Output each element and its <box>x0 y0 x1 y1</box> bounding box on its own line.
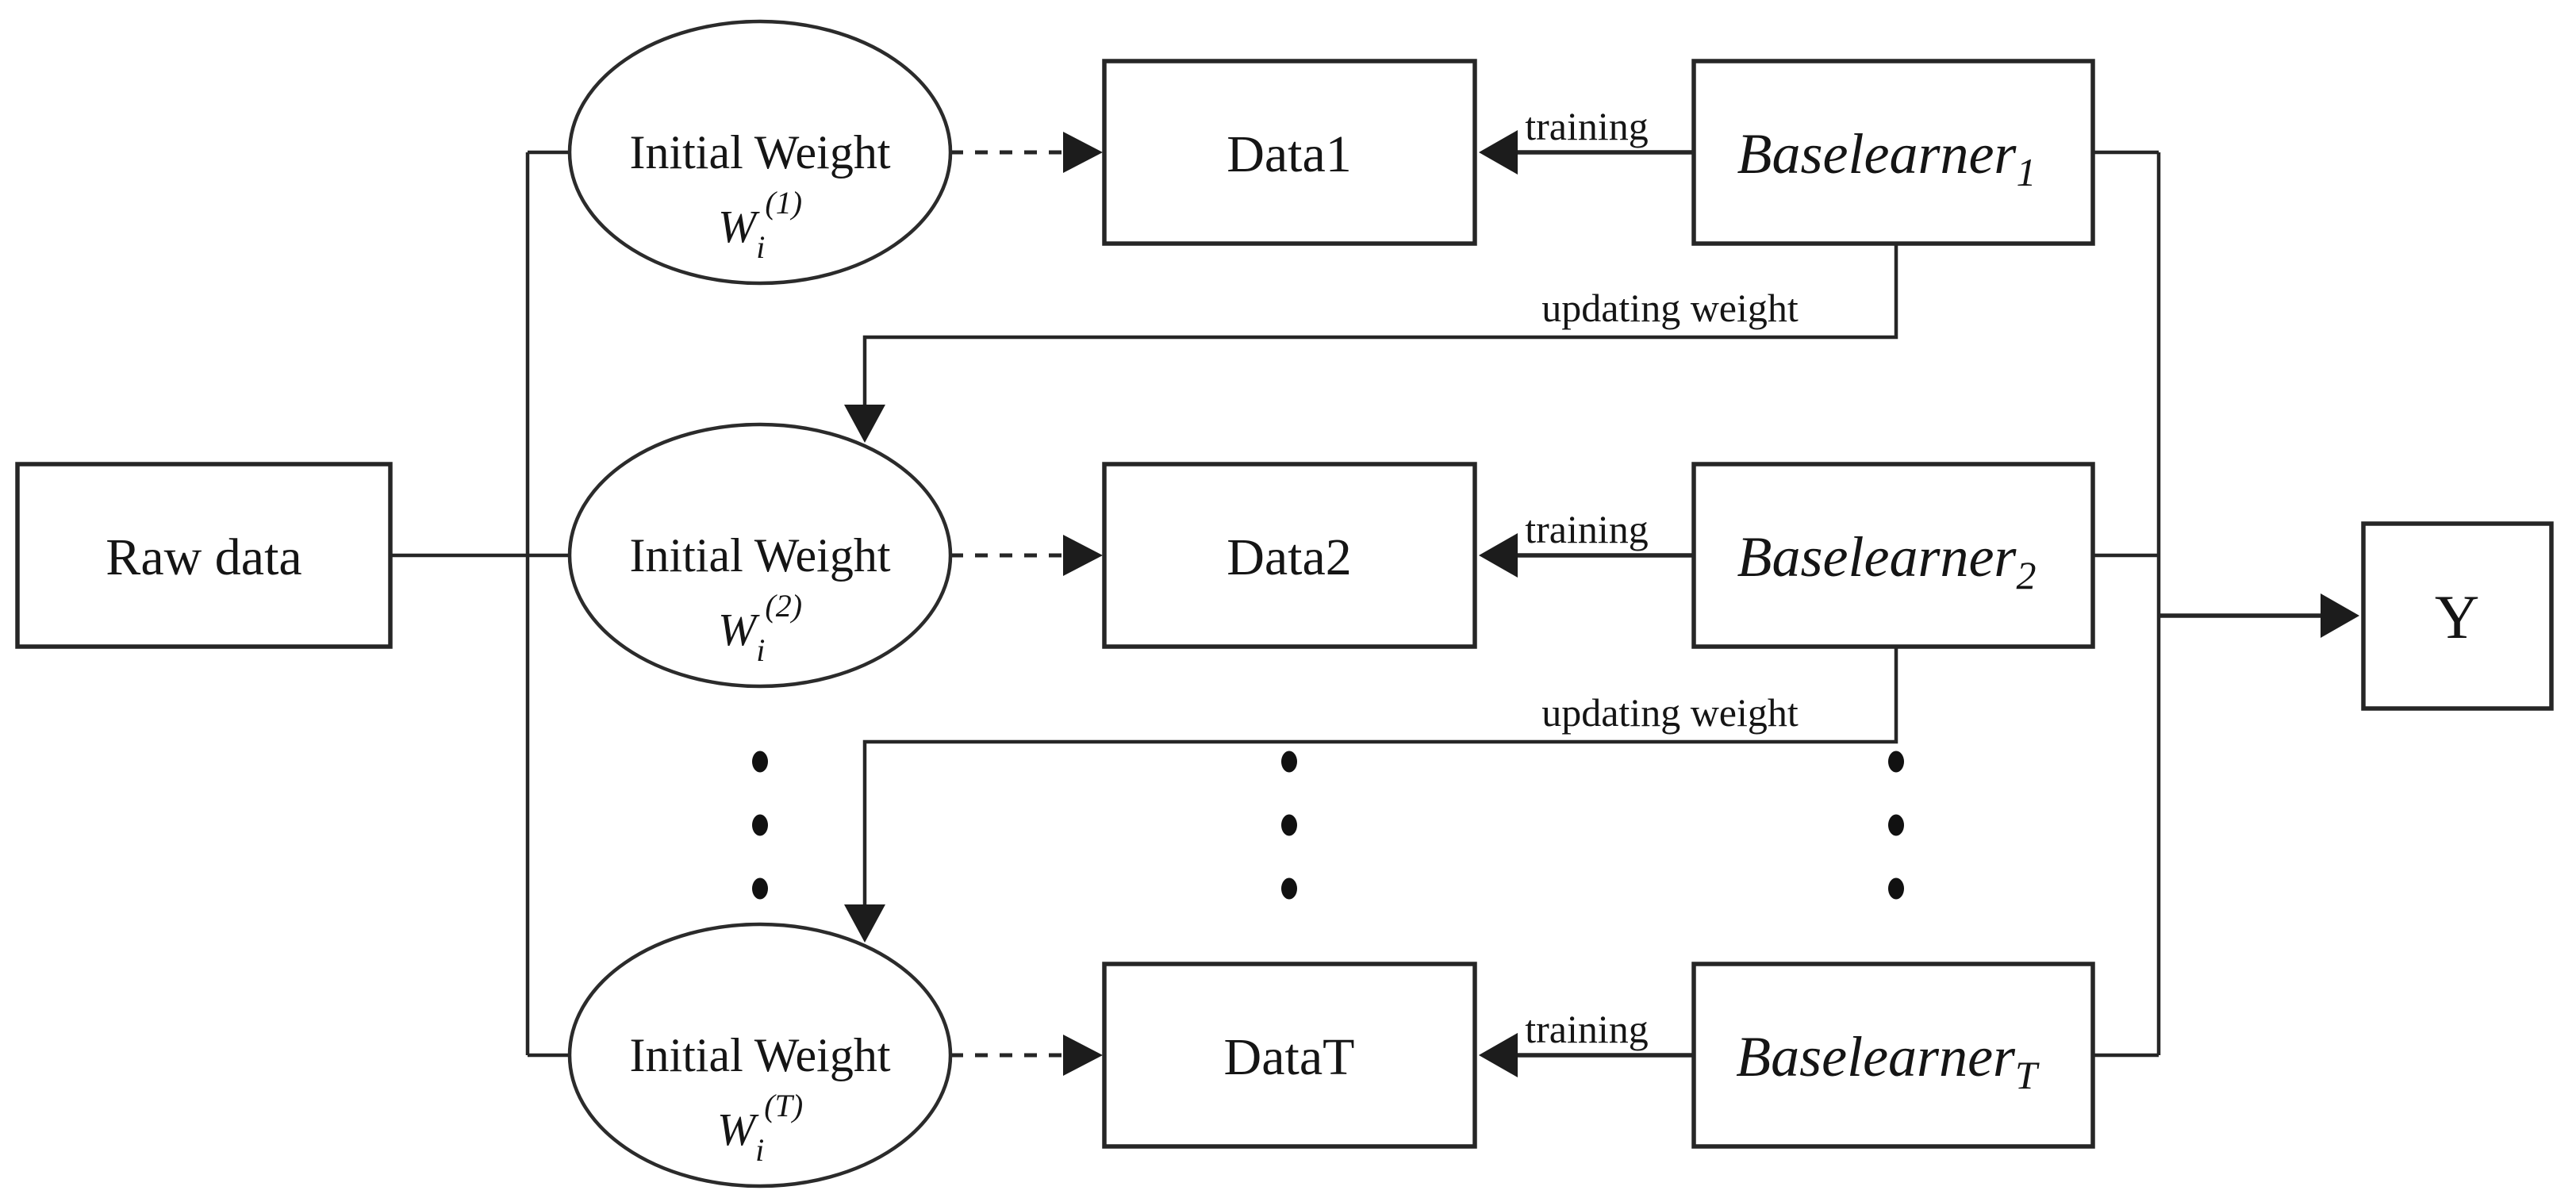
ellipsis-dot <box>752 814 768 836</box>
ellipsis-dot <box>1888 814 1904 836</box>
ellipsis-dot <box>1281 877 1297 900</box>
ellipsis-dot <box>752 751 768 773</box>
training-label-row3: training <box>1525 1007 1649 1051</box>
weight-formula-3: Wi(T) <box>717 1088 803 1168</box>
updating-weight-arrowhead-1 <box>844 405 885 443</box>
baselearner-label-2: Baselearner2 <box>1737 525 2037 597</box>
initial-weight-ellipse-3 <box>567 922 953 1188</box>
ellipsis-column-weights <box>752 751 768 900</box>
dashed-arrowhead-row1 <box>1063 132 1103 173</box>
arrowhead-to-y <box>2321 593 2359 638</box>
updating-weight-label-2: updating weight <box>1541 690 1799 735</box>
data-box-2 <box>1102 462 1477 649</box>
training-arrowhead-row2 <box>1479 533 1518 578</box>
baselearner-box-3 <box>1691 962 2095 1149</box>
initial-weight-title-1: Initial Weight <box>629 126 890 179</box>
ellipsis-dot <box>1281 814 1297 836</box>
ellipsis-dot <box>1888 877 1904 900</box>
output-y-box <box>2361 521 2554 711</box>
initial-weight-title-3: Initial Weight <box>629 1029 890 1081</box>
training-arrowhead-row1 <box>1479 130 1518 175</box>
updating-weight-path-1 <box>862 244 1898 409</box>
baselearner-box-2 <box>1691 462 2095 649</box>
weight-formula-1: Wi(1) <box>718 185 802 265</box>
ellipsis-column-data <box>1281 751 1297 900</box>
output-y-label: Y <box>2435 582 2479 651</box>
updating-weight-path-2 <box>862 647 1898 909</box>
ellipsis-dot <box>1888 751 1904 773</box>
data-label-1: Data1 <box>1227 125 1352 183</box>
initial-weight-ellipse-2 <box>567 422 953 689</box>
raw-data-box <box>15 462 393 649</box>
training-arrowhead-row3 <box>1479 1033 1518 1077</box>
data-box-3 <box>1102 962 1477 1149</box>
dashed-arrowhead-row2 <box>1063 535 1103 576</box>
initial-weight-title-2: Initial Weight <box>629 529 890 582</box>
weight-formula-2: Wi(2) <box>718 588 802 668</box>
data-label-2: Data2 <box>1227 528 1352 586</box>
training-label-row1: training <box>1525 104 1649 148</box>
ellipsis-dot <box>752 877 768 900</box>
updating-weight-label-1: updating weight <box>1541 286 1799 330</box>
data-box-1 <box>1102 59 1477 246</box>
data-label-3: DataT <box>1224 1028 1355 1086</box>
updating-weight-arrowhead-2 <box>844 904 885 943</box>
baselearner-box-1 <box>1691 59 2095 246</box>
training-label-row2: training <box>1525 507 1649 551</box>
raw-data-label: Raw data <box>106 528 301 586</box>
dashed-arrowhead-row3 <box>1063 1035 1103 1076</box>
initial-weight-ellipse-1 <box>567 19 953 286</box>
ellipsis-dot <box>1281 751 1297 773</box>
baselearner-label-1: Baselearner1 <box>1737 122 2037 194</box>
ellipsis-column-learners <box>1888 751 1904 900</box>
baselearner-label-3: BaselearnerT <box>1736 1025 2040 1097</box>
